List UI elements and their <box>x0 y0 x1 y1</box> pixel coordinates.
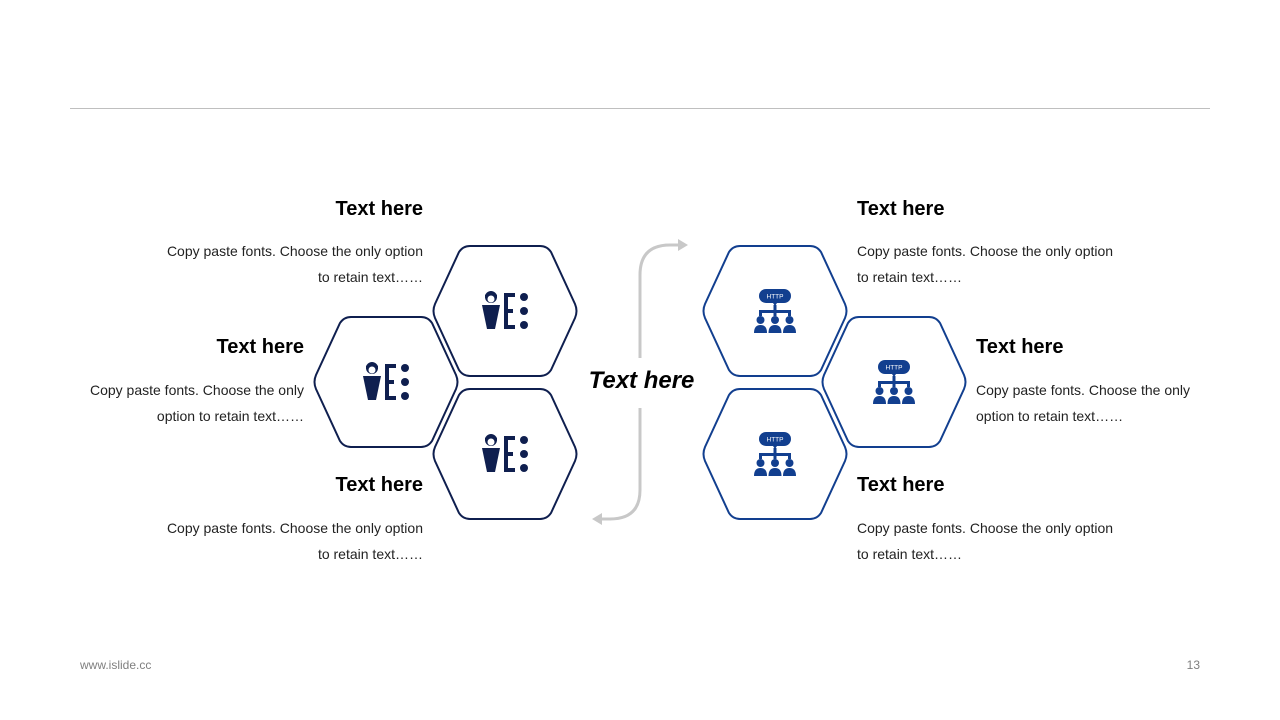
left-hexagon-top <box>432 245 578 377</box>
right-middle-line1: Copy paste fonts. Choose the only <box>976 382 1191 398</box>
right-hexagon-middle <box>821 316 967 448</box>
http-network-icon <box>754 289 796 333</box>
person-list-icon <box>363 362 409 400</box>
right-bottom-line2: to retain text…… <box>857 546 963 562</box>
center-label: Text here <box>588 367 695 394</box>
http-network-icon <box>754 432 796 476</box>
right-hexagon-top <box>702 245 848 377</box>
right-top-line2: to retain text…… <box>857 269 963 285</box>
person-list-icon <box>482 434 528 472</box>
right-middle-line2: option to retain text…… <box>976 408 1124 424</box>
left-top-line1: Copy paste fonts. Choose the only option <box>166 243 423 259</box>
arrow-right-icon <box>678 239 688 251</box>
left-top-title: Text here <box>335 198 423 220</box>
left-bottom-line2: to retain text…… <box>317 546 423 562</box>
page-number: 13 <box>1186 658 1200 672</box>
arrow-left-icon <box>592 513 602 525</box>
left-middle-line1: Copy paste fonts. Choose the only <box>89 382 304 398</box>
right-bottom-title: Text here <box>857 474 945 496</box>
left-bottom-line1: Copy paste fonts. Choose the only option <box>166 520 423 536</box>
top-divider <box>70 108 1210 109</box>
left-middle-title: Text here <box>216 336 304 358</box>
left-middle-line2: option to retain text…… <box>156 408 304 424</box>
right-middle-title: Text here <box>976 336 1064 358</box>
person-list-icon <box>482 291 528 329</box>
left-hexagon-bottom <box>432 388 578 520</box>
left-hexagon-middle <box>313 316 459 448</box>
right-top-line1: Copy paste fonts. Choose the only option <box>857 243 1114 259</box>
footer-url: www.islide.cc <box>80 658 152 672</box>
left-bottom-title: Text here <box>335 474 423 496</box>
right-top-title: Text here <box>857 198 945 220</box>
right-hexagon-bottom <box>702 388 848 520</box>
http-network-icon <box>873 360 915 404</box>
left-top-line2: to retain text…… <box>317 269 423 285</box>
right-bottom-line1: Copy paste fonts. Choose the only option <box>857 520 1114 536</box>
cycle-arrows <box>592 239 688 525</box>
